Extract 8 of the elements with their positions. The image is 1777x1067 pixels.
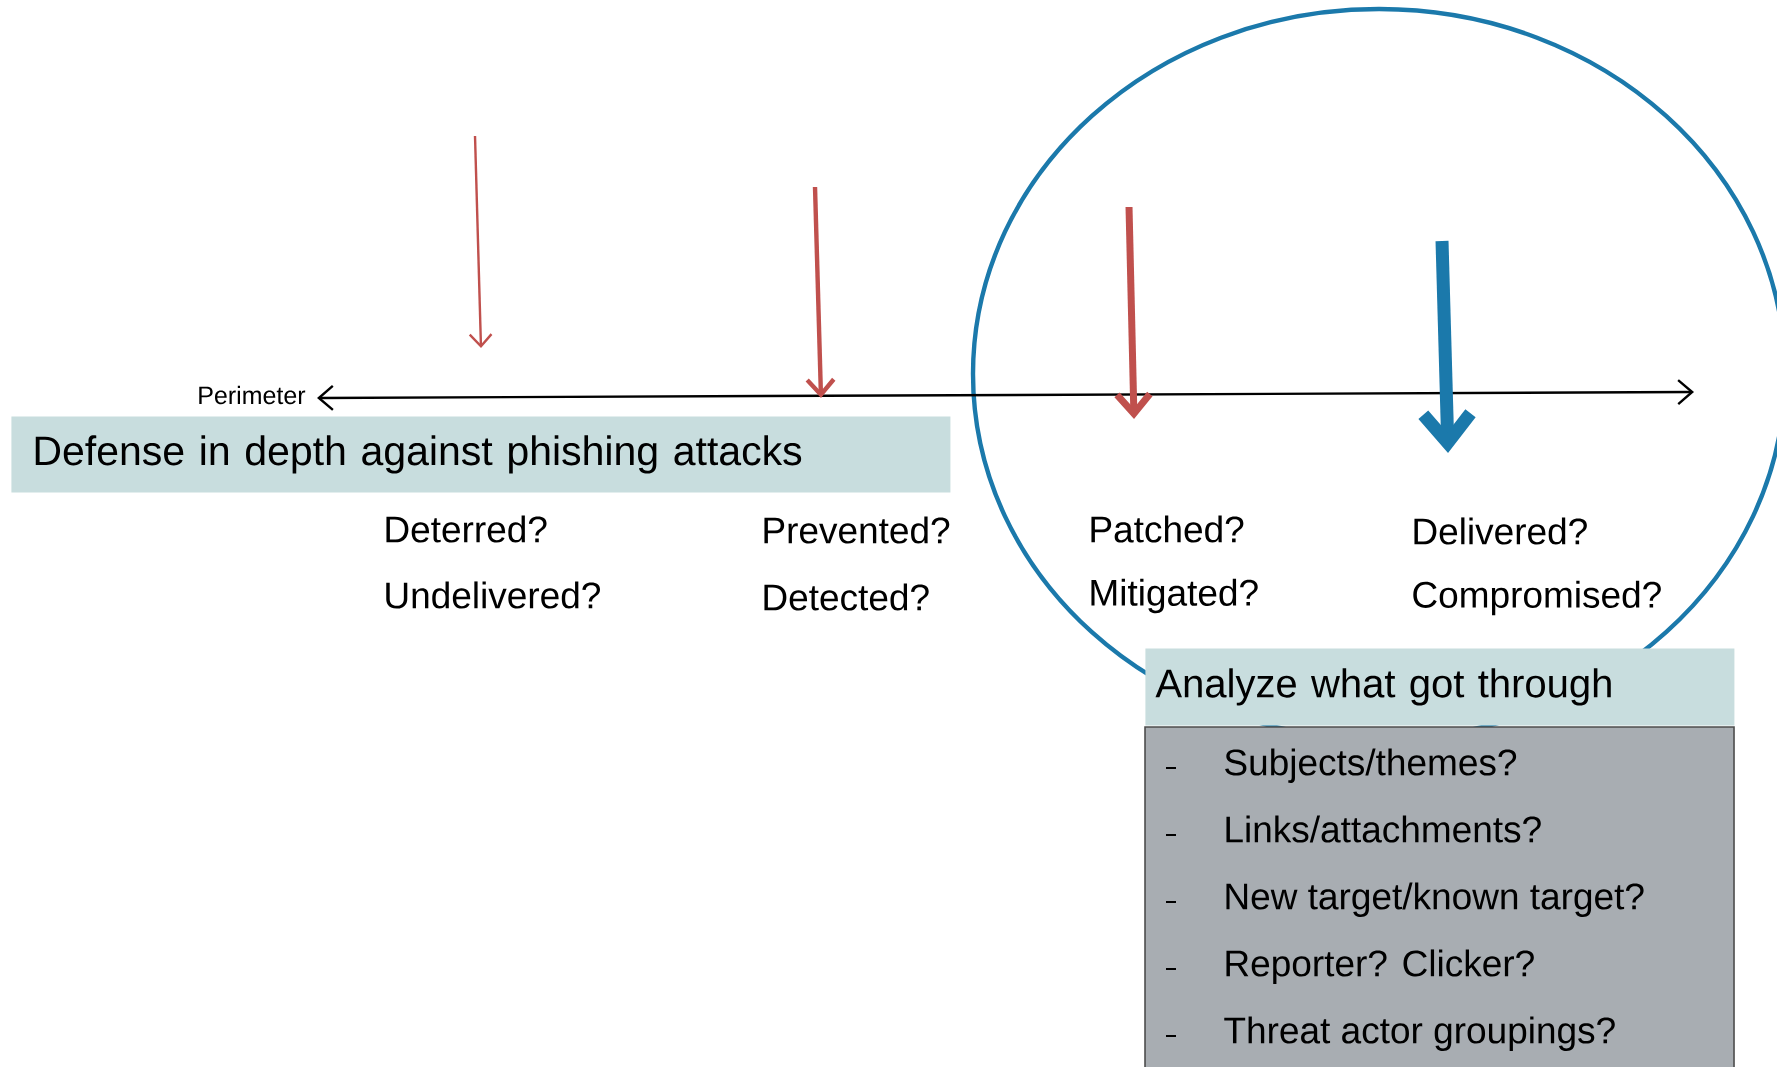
question-label: Patched? — [1091, 515, 1244, 543]
question-label: Delivered? — [1414, 517, 1587, 545]
question-label: Mitigated? — [1091, 578, 1258, 614]
question-label: Detected? — [764, 583, 929, 611]
title-box: Defense in depth against phishing attacks — [11, 416, 951, 493]
heading-box: Analyze what got through — [1145, 648, 1735, 726]
list-box: Subjects/themes? Links/attachments? New target/known target? Reporter? Clicker? Threat actor groupings? — [1144, 726, 1735, 1067]
question-label: Undelivered? — [386, 581, 600, 609]
